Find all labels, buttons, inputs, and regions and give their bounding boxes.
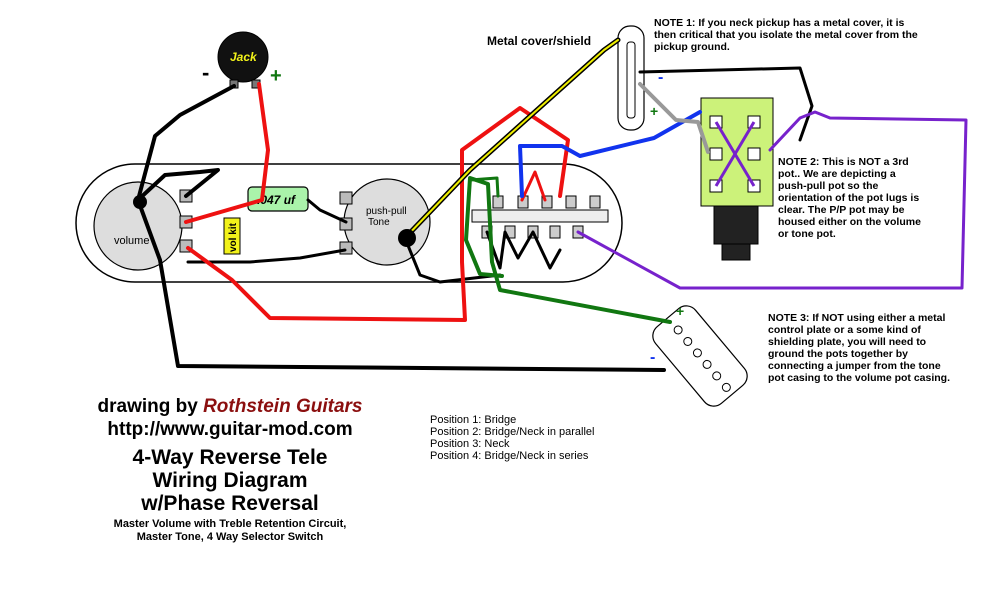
- red-wire-jack-hot: [184, 82, 270, 224]
- switch-positions: Position 1: Bridge Position 2: Bridge/Ne…: [430, 414, 594, 462]
- position-item: Position 1: Bridge: [430, 414, 517, 426]
- black-wire-tone-ground: [403, 236, 502, 284]
- bridge-plus-sign: +: [676, 303, 684, 319]
- title-line-1: 4-Way Reverse Tele: [132, 446, 328, 469]
- website-url: http://www.guitar-mod.com: [107, 419, 353, 440]
- position-item: Position 4: Bridge/Neck in series: [430, 450, 589, 462]
- volume-label: volume: [114, 235, 149, 247]
- title-line-3: w/Phase Reversal: [141, 492, 319, 515]
- company-name: Rothstein Guitars: [203, 396, 363, 417]
- position-item: Position 2: Bridge/Neck in parallel: [430, 426, 595, 438]
- black-wire-lug3-tone: [186, 248, 347, 264]
- jack-plus-sign: +: [270, 65, 282, 87]
- black-wire-cap-tone: [306, 198, 348, 224]
- gray-wire-neck: [638, 82, 710, 154]
- solder-joints: [133, 195, 416, 247]
- capacitor: .047 uf: [247, 186, 309, 212]
- green-wire-bridge-plus: [464, 176, 672, 324]
- drawing-by-text: drawing by: [97, 396, 198, 417]
- note-3: NOTE 3: If NOT using either a metal cont…: [768, 312, 958, 384]
- note-2-heading: NOTE 2:: [778, 156, 820, 168]
- note-2-text: This is NOT a 3rd pot.. We are depicting…: [778, 156, 921, 240]
- title-line-2: Wiring Diagram: [152, 469, 308, 492]
- black-wire-volume-casing: [136, 198, 666, 372]
- blue-wire-neck-minus: [518, 110, 702, 198]
- output-jack: Jack - +: [202, 31, 282, 89]
- bridge-minus-sign: -: [650, 349, 655, 366]
- vol-kit-label: vol kit: [228, 222, 239, 252]
- subtitle-line-2: Master Tone, 4 Way Selector Switch: [136, 531, 324, 543]
- note-1-text: If you neck pickup has a metal cover, it…: [654, 17, 918, 53]
- note-3-heading: NOTE 3:: [768, 312, 810, 324]
- note-1-heading: NOTE 1:: [654, 17, 696, 29]
- push-pull-switch: [700, 97, 774, 261]
- vol-kit: vol kit: [223, 217, 241, 255]
- metal-cover-label: Metal cover/shield: [487, 34, 591, 48]
- green-wire-switch: [468, 176, 500, 198]
- red-wire-volume-output: [186, 106, 570, 322]
- note-2: NOTE 2: This is NOT a 3rd pot.. We are d…: [778, 156, 926, 240]
- purple-wire-switch-pp: [576, 110, 968, 290]
- black-wire-jack-ground: [136, 84, 236, 202]
- tone-label: Tone: [368, 217, 390, 228]
- capacitor-label: .047 uf: [257, 193, 296, 207]
- red-wire-switch-a: [520, 170, 547, 202]
- black-wire-neck-ground: [638, 66, 814, 142]
- subtitle-line-1: Master Volume with Treble Retention Circ…: [113, 518, 347, 530]
- note-3-text: If NOT using either a metal control plat…: [768, 312, 951, 384]
- position-item: Position 3: Neck: [430, 438, 510, 450]
- bridge-pickup: - +: [650, 303, 748, 407]
- note-1: NOTE 1: If you neck pickup has a metal c…: [654, 17, 924, 53]
- jack-minus-sign: -: [202, 60, 209, 85]
- neck-pickup: - +: [617, 25, 663, 131]
- drawing-credit: drawing by Rothstein Guitars: [60, 396, 400, 418]
- neck-plus-sign: +: [650, 103, 658, 119]
- push-pull-label: push-pull: [366, 206, 407, 217]
- black-wire-switch-jumpers: [485, 230, 562, 270]
- wires: [136, 37, 968, 372]
- black-wire-volume-lug1: [136, 168, 220, 202]
- neck-minus-sign: -: [658, 69, 663, 86]
- jack-label: Jack: [230, 50, 258, 64]
